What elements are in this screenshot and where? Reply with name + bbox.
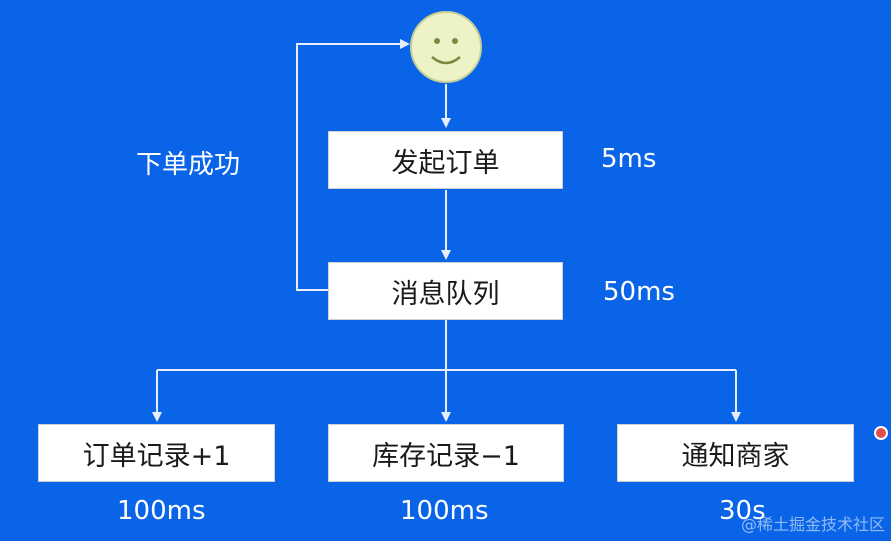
watermark: @稀土掘金技术社区 [740,515,885,534]
inventory-record-time: 100ms [400,496,489,526]
mouse-cursor-icon [874,426,888,440]
queue-time: 50ms [603,277,675,307]
place-order-label: 发起订单 [391,147,500,179]
edge-queue-to-user-loop [296,39,410,291]
smiley-face-icon [410,11,482,83]
notify-time: 30s [719,496,766,526]
place-order-time: 5ms [601,144,657,174]
order-record-label: 订单记录+1 [82,440,231,472]
message-queue-label: 消息队列 [391,278,500,310]
message-queue-box: 消息队列 [328,262,563,320]
place-order-box: 发起订单 [328,131,563,189]
order-record-time: 100ms [117,496,206,526]
inventory-record-box: 库存记录−1 [328,424,564,482]
smiley-face-drawing [431,38,461,65]
notify-merchant-label: 通知商家 [681,440,790,472]
notify-merchant-box: 通知商家 [617,424,854,482]
order-success-label: 下单成功 [136,150,241,180]
order-record-box: 订单记录+1 [38,424,275,482]
inventory-record-label: 库存记录−1 [372,440,520,472]
